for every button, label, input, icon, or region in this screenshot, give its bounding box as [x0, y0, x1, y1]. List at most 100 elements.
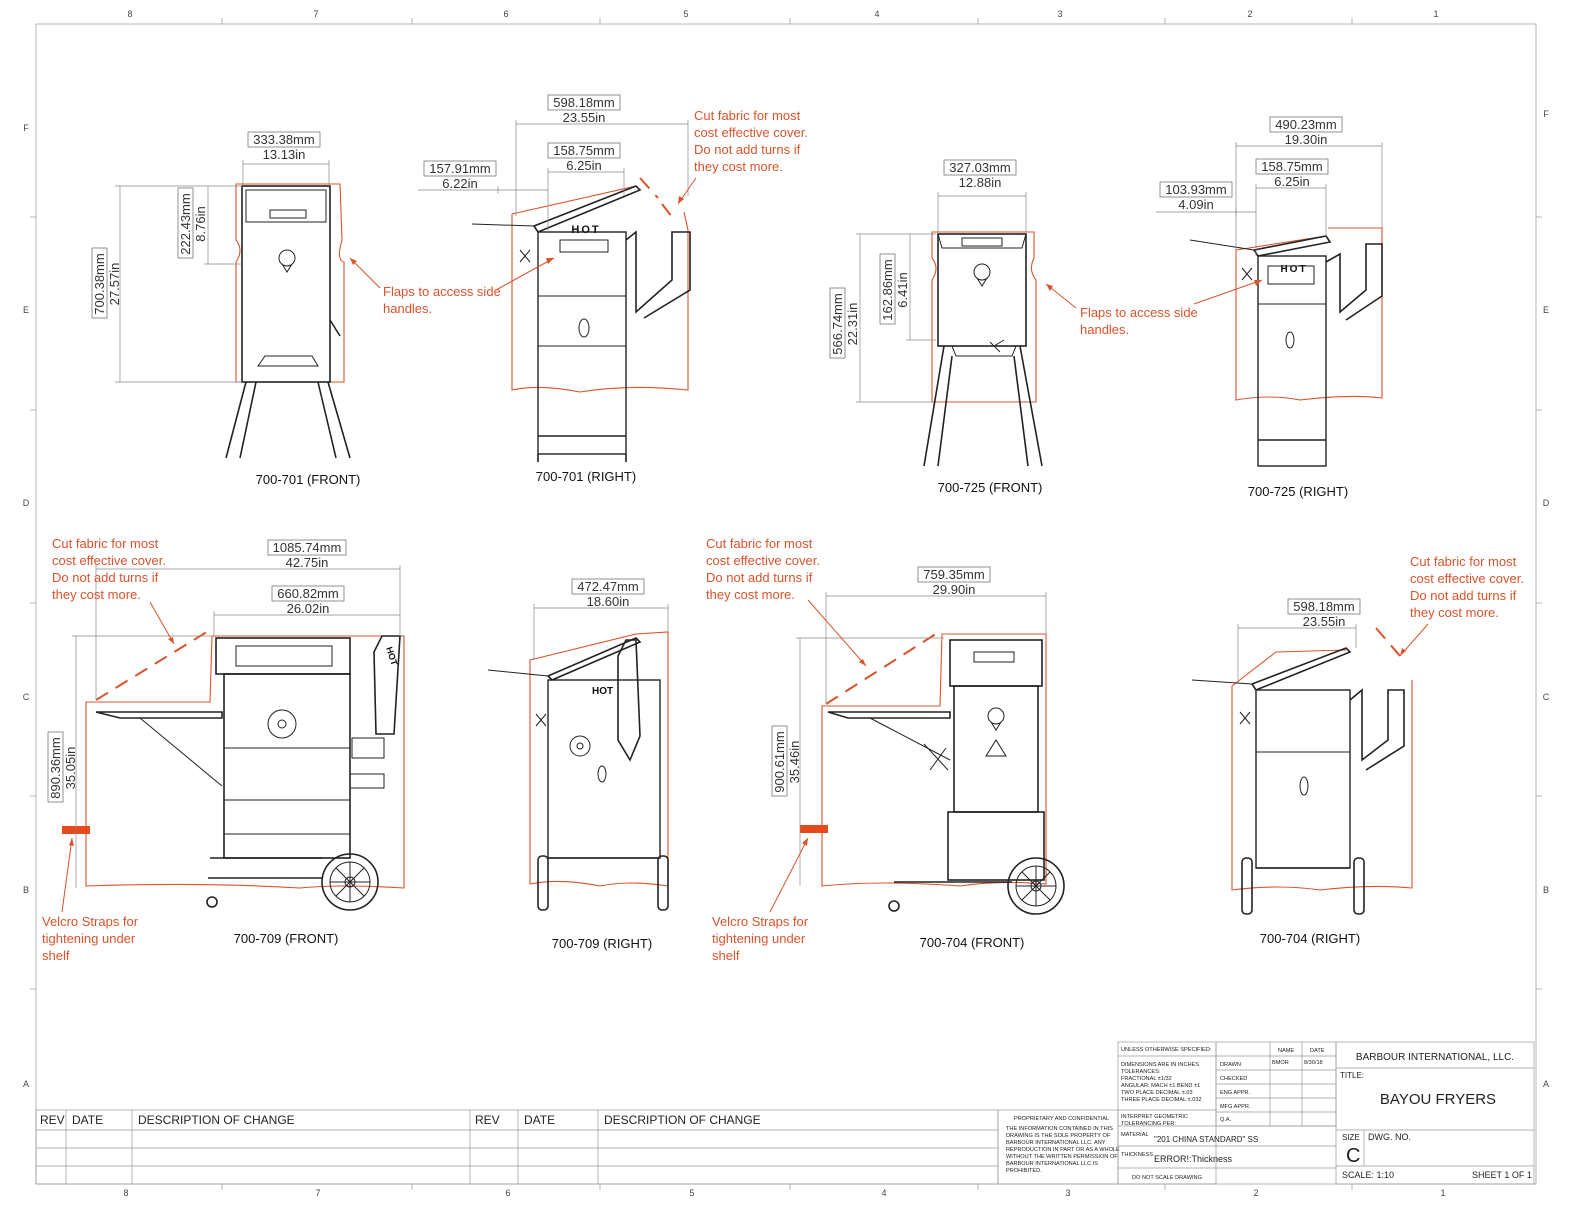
tol-fractional: FRACTIONAL ±1/32	[1121, 1076, 1172, 1082]
v701r-offset-in: 6.22in	[442, 176, 477, 191]
v701r-width-mm: 598.18mm	[553, 95, 614, 110]
bottom-zone-2: 2	[1253, 1188, 1258, 1198]
note-cut-fabric-704r: Cut fabric for most cost effective cover…	[1399, 554, 1524, 657]
v709f-width-in: 42.75in	[286, 555, 329, 570]
right-zone-c: C	[1543, 692, 1550, 702]
left-zone-a: A	[23, 1079, 29, 1089]
v701r-width-in: 23.55in	[563, 110, 606, 125]
bottom-zone-6: 6	[505, 1188, 510, 1198]
v704f-width-mm: 759.35mm	[923, 567, 984, 582]
tolerances: TOLERANCES:	[1121, 1069, 1161, 1075]
title-label: TITLE:	[1340, 1071, 1364, 1080]
v701r-offset-mm: 157.91mm	[429, 161, 490, 176]
drawing-title: BAYOU FRYERS	[1380, 1091, 1496, 1108]
top-zone-5: 5	[683, 9, 688, 19]
right-zone-f: F	[1543, 109, 1549, 119]
v709f-height-mm: 890.36mm	[48, 737, 63, 798]
note-cut-701-line4: they cost more.	[694, 159, 783, 174]
v701f-caption: 700-701 (FRONT)	[256, 472, 361, 487]
note-velcro-709-line1: Velcro Straps for	[42, 914, 139, 929]
note-velcro-709: Velcro Straps for tightening under shelf	[42, 837, 139, 963]
note-velcro-709-line2: tightening under	[42, 931, 136, 946]
note-cut-709-line2: cost effective cover.	[52, 553, 166, 568]
v725f-height-mm: 566.74mm	[830, 293, 845, 354]
view-700-704-right: 598.18mm 23.55in 700-704 (RIGHT)	[1191, 598, 1413, 946]
top-zone-3: 3	[1057, 9, 1062, 19]
v704f-width-in: 29.90in	[933, 582, 976, 597]
right-zone-d: D	[1543, 498, 1550, 508]
dims-in-inches: DIMENSIONS ARE IN INCHES	[1121, 1062, 1199, 1068]
note-flaps-725-line1: Flaps to access side	[1080, 305, 1198, 320]
tol-angular: ANGULAR: MACH ±1 BEND ±1	[1121, 1083, 1200, 1089]
right-zone-b: B	[1543, 885, 1549, 895]
prop-line-2: DRAWING IS THE SOLE PROPERTY OF	[1006, 1133, 1111, 1139]
prop-line-7: PROHIBITED.	[1006, 1168, 1042, 1174]
bottom-zone-8: 8	[123, 1188, 128, 1198]
v701f-width-in: 13.13in	[263, 147, 306, 162]
v709f-body-mm: 660.82mm	[277, 586, 338, 601]
prop-line-6: BARBOUR INTERNATIONAL LLC IS	[1006, 1161, 1098, 1167]
date-header-left: DATE	[72, 1113, 103, 1127]
view-700-725-front: 327.03mm 12.88in 566.74mm 22.31in 162.86…	[829, 159, 1043, 495]
note-velcro-704: Velcro Straps for tightening under shelf	[712, 837, 809, 963]
note-cut-701-line2: cost effective cover.	[694, 125, 808, 140]
thickness-value: ERROR!:Thickness	[1154, 1154, 1233, 1164]
v704f-height-mm: 900.61mm	[772, 731, 787, 792]
note-cut-fabric-704: Cut fabric for most cost effective cover…	[706, 536, 867, 667]
v701r-handle-in: 6.25in	[566, 158, 601, 173]
material-value: "201 CHINA STANDARD" SS	[1154, 1135, 1258, 1144]
eng-appr-label: ENG APPR.	[1220, 1090, 1251, 1096]
v709f-height-in: 35.05in	[63, 747, 78, 790]
v725r-handle-mm: 158.75mm	[1261, 159, 1322, 174]
qa-label: Q.A.	[1220, 1117, 1232, 1123]
top-zone-1: 1	[1433, 9, 1438, 19]
v725f-width-mm: 327.03mm	[949, 160, 1010, 175]
note-cut-704r-line2: cost effective cover.	[1410, 571, 1524, 586]
prop-line-3: BARBOUR INTERNATIONAL LLC. ANY	[1006, 1140, 1106, 1146]
v725r-caption: 700-725 (RIGHT)	[1248, 484, 1348, 499]
title-block: PROPRIETARY AND CONFIDENTIAL THE INFORMA…	[997, 1041, 1535, 1185]
v725r-width-in: 19.30in	[1285, 132, 1328, 147]
view-700-701-right: HOT 598.18mm 23.55in 158.75mm 6.25in 157…	[418, 94, 691, 484]
do-not-scale: DO NOT SCALE DRAWING	[1132, 1175, 1202, 1181]
note-cut-704-line1: Cut fabric for most	[706, 536, 813, 551]
v704r-width-in: 23.55in	[1303, 614, 1346, 629]
v725f-height-in: 22.31in	[845, 303, 860, 346]
note-cut-701-line1: Cut fabric for most	[694, 108, 801, 123]
tolerancing-per: TOLERANCING PER:	[1121, 1121, 1176, 1127]
note-velcro-709-line3: shelf	[42, 948, 70, 963]
note-cut-709-line3: Do not add turns if	[52, 570, 159, 585]
bottom-zone-4: 4	[881, 1188, 886, 1198]
material-label: MATERIAL	[1121, 1132, 1149, 1138]
date-header-right: DATE	[524, 1113, 555, 1127]
v704r-width-mm: 598.18mm	[1293, 599, 1354, 614]
scale: SCALE: 1:10	[1342, 1170, 1394, 1180]
v701f-width-mm: 333.38mm	[253, 132, 314, 147]
view-700-704-front: 759.35mm 29.90in 900.61mm 35.46in 700-70…	[771, 566, 1065, 950]
left-zone-f: F	[23, 123, 29, 133]
v725r-width-mm: 490.23mm	[1275, 117, 1336, 132]
v704f-height-in: 35.46in	[787, 741, 802, 784]
note-flaps-701: Flaps to access side handles.	[349, 257, 555, 316]
size-value: C	[1346, 1145, 1360, 1167]
note-cut-704-line3: Do not add turns if	[706, 570, 813, 585]
mfg-appr-label: MFG APPR.	[1220, 1104, 1251, 1110]
top-zone-2: 2	[1247, 9, 1252, 19]
zone-ticks	[30, 18, 1542, 1190]
size-label: SIZE	[1342, 1133, 1360, 1142]
interpret-geometric: INTERPRET GEOMETRIC	[1121, 1114, 1188, 1120]
bottom-zone-1: 1	[1440, 1188, 1445, 1198]
note-velcro-704-line1: Velcro Straps for	[712, 914, 809, 929]
note-velcro-704-line2: tightening under	[712, 931, 806, 946]
note-cut-709-line4: they cost more.	[52, 587, 141, 602]
v725r-handle-in: 6.25in	[1274, 174, 1309, 189]
v725r-offset-in: 4.09in	[1178, 197, 1213, 212]
left-zone-d: D	[23, 498, 30, 508]
note-cut-704-line4: they cost more.	[706, 587, 795, 602]
v704f-velcro-strap	[800, 825, 828, 833]
note-cut-fabric-701: Cut fabric for most cost effective cover…	[677, 108, 808, 205]
v709r-width-mm: 472.47mm	[577, 579, 638, 594]
top-zone-6: 6	[503, 9, 508, 19]
note-velcro-704-line3: shelf	[712, 948, 740, 963]
revision-table: REV DATE DESCRIPTION OF CHANGE REV DATE …	[35, 1109, 999, 1185]
